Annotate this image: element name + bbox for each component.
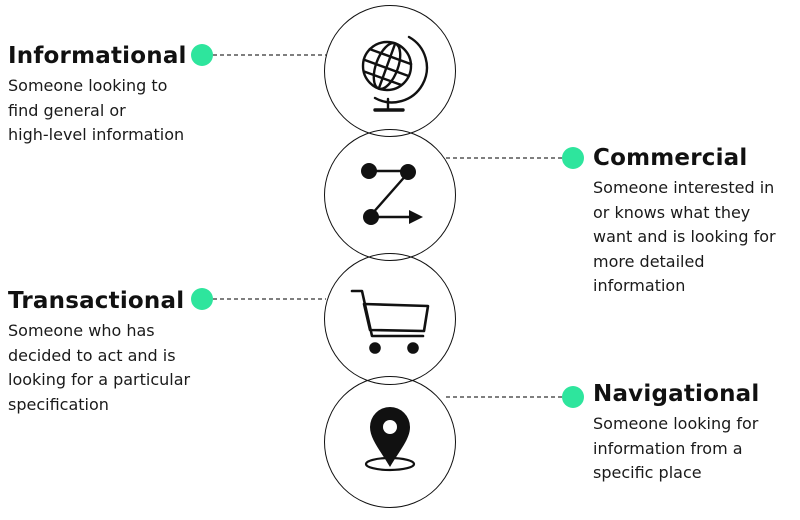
marker-dot-informational [191, 44, 213, 66]
intent-description: Someone who has decided to act and is lo… [8, 319, 213, 417]
icon-circle-navigational [324, 376, 456, 508]
shopping-cart-icon [350, 289, 430, 354]
intent-title: Commercial [593, 145, 748, 171]
intent-title: Navigational [593, 381, 760, 407]
description-line: Someone interested in [593, 178, 775, 197]
icon-circle-transactional [324, 253, 456, 385]
description-line: more detailed [593, 251, 705, 271]
description-line: Someone looking for [593, 414, 759, 433]
description-line: Someone who has [8, 321, 155, 340]
nodes-arrow-icon [361, 163, 423, 225]
description-line: or knows what they [593, 202, 751, 222]
description-line: information [593, 276, 686, 295]
marker-dot-navigational [562, 386, 584, 408]
description-line: looking for a particular [8, 370, 191, 389]
intent-description: Someone looking to find general or high-… [8, 74, 198, 148]
intent-title: Informational [8, 43, 187, 69]
description-line: information from a [593, 438, 743, 458]
intent-title: Transactional [8, 288, 185, 314]
description-line: decided to act and is [8, 345, 176, 365]
globe-icon [361, 35, 429, 112]
intent-description: Someone looking for information from a s… [593, 412, 793, 486]
description-line: high-level information [8, 125, 185, 144]
description-line: specific place [593, 463, 702, 482]
icon-circle-informational [324, 5, 456, 137]
intent-description: Someone interested in or knows what they… [593, 176, 798, 299]
intent-block-transactional: Transactional Someone who has decided to… [8, 287, 213, 417]
icon-circle-commercial [324, 129, 456, 261]
description-line: Someone looking to [8, 76, 168, 95]
intent-block-informational: Informational Someone looking to find ge… [8, 42, 198, 148]
marker-dot-transactional [191, 288, 213, 310]
description-line: want and is looking for [593, 227, 776, 246]
intent-block-navigational: Navigational Someone looking for informa… [593, 380, 793, 486]
marker-dot-commercial [562, 147, 584, 169]
location-pin-icon [364, 407, 416, 472]
intent-block-commercial: Commercial Someone interested in or know… [593, 144, 798, 299]
description-line: find general or [8, 100, 126, 120]
description-line: specification [8, 394, 109, 414]
